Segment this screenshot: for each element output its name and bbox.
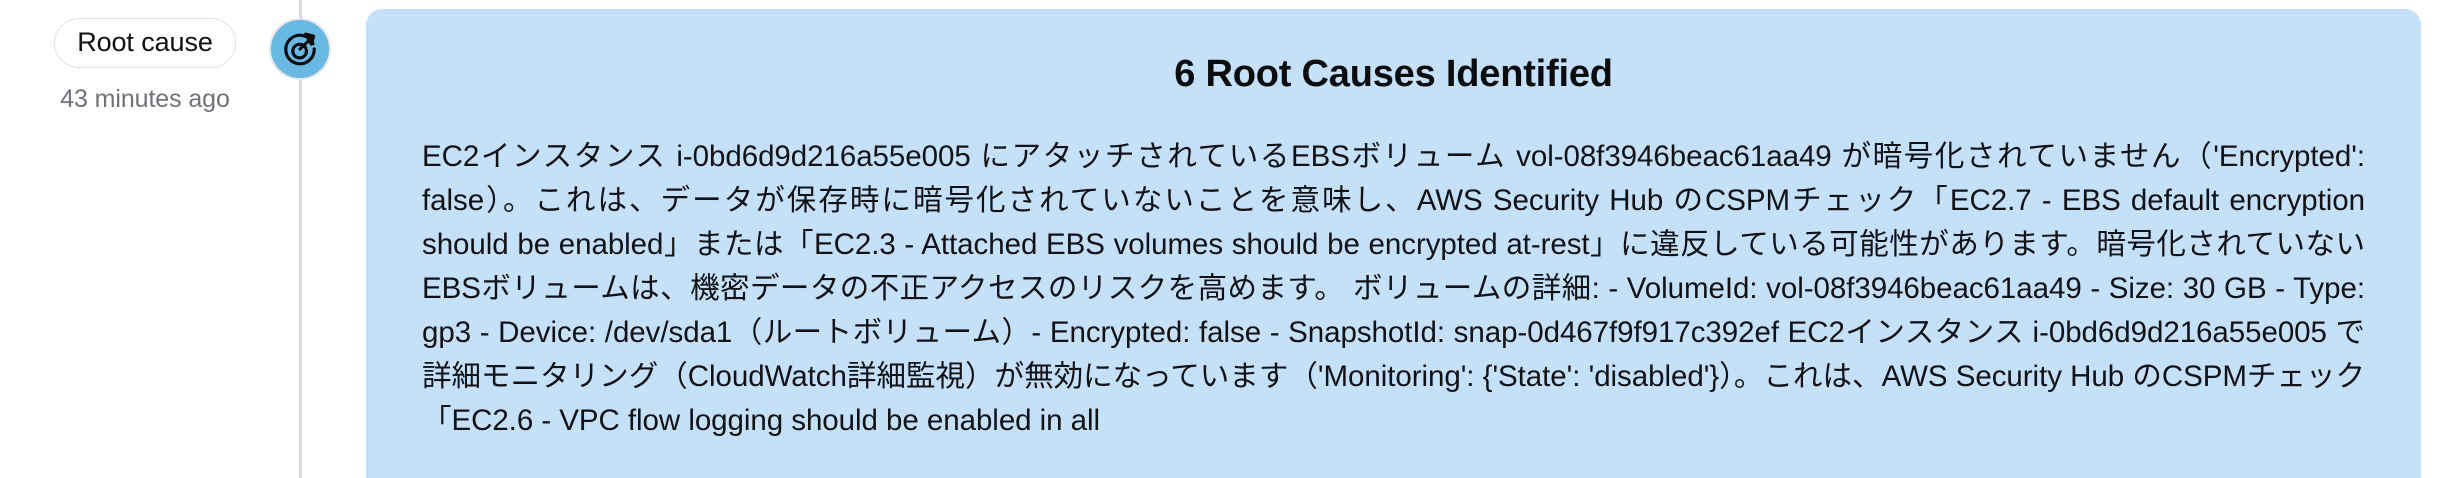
timeline-timestamp: 43 minutes ago [60,85,230,114]
root-cause-card: 6 Root Causes Identified EC2インスタンス i-0bd… [366,9,2421,478]
timeline-connector-line [299,0,302,478]
card-title: 6 Root Causes Identified [1174,53,1613,95]
timeline-rail: Root cause 43 minutes ago [0,0,366,478]
page-gutter [2438,0,2450,478]
timeline-meta: Root cause 43 minutes ago [0,18,290,114]
timeline-node-button[interactable] [269,18,331,80]
card-area: 6 Root Causes Identified EC2インスタンス i-0bd… [366,0,2450,478]
card-body-text: EC2インスタンス i-0bd6d9d216a55e005 にアタッチされている… [422,139,2365,437]
target-arrow-icon [281,30,319,68]
root-cause-badge[interactable]: Root cause [54,18,236,69]
